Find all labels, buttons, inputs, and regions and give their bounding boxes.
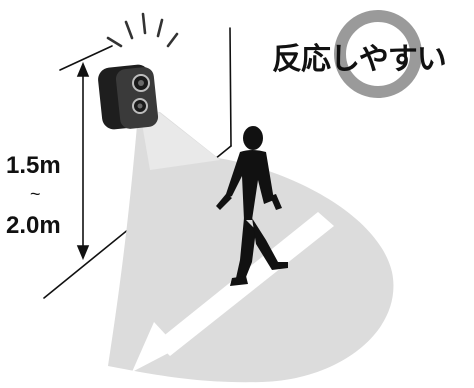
camera-beam [140,110,220,170]
mount-height-separator: ~ [30,184,41,204]
headline-text: 反応しやすい [272,42,447,77]
walking-person-icon [216,126,288,286]
mount-height-max: 2.0m [6,212,61,239]
circle-mark-badge [334,10,422,98]
height-dimension-arrow [76,61,90,261]
motion-burst-lines [106,12,179,48]
security-camera-icon [98,64,159,130]
mount-height-min: 1.5m [6,152,61,179]
